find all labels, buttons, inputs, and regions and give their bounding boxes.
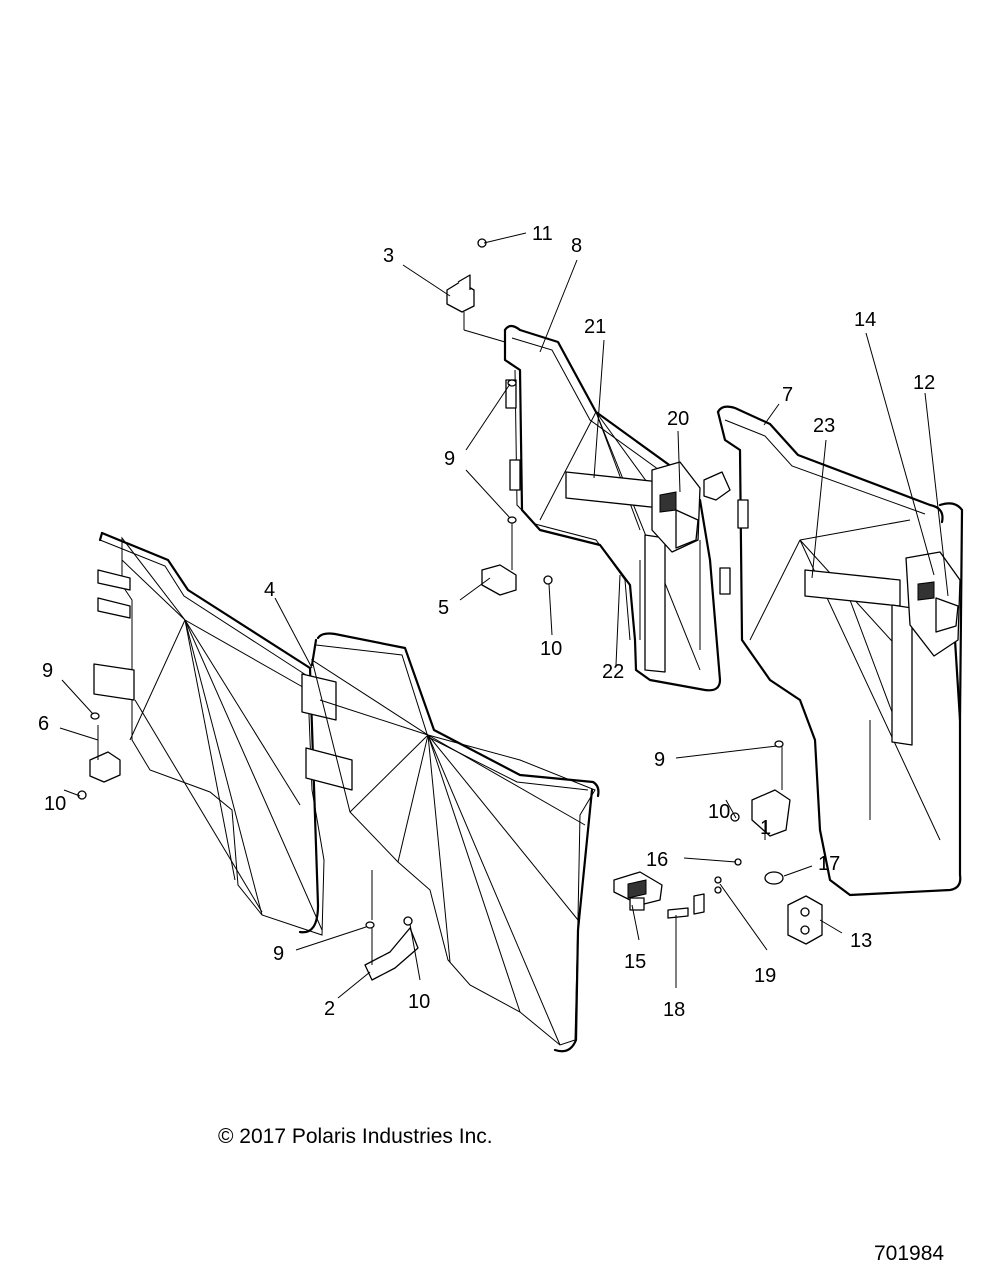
callout-17: 17: [818, 853, 840, 875]
front-right-door-frame: [703, 405, 964, 897]
callout-14: 14: [854, 309, 876, 331]
callout-9-left: 9: [42, 660, 53, 682]
callout-23: 23: [813, 415, 835, 437]
latch-15: [613, 871, 663, 911]
hinge-bracket-5: [481, 522, 517, 596]
callout-9-bottom: 9: [273, 943, 284, 965]
striker-13: [787, 895, 823, 945]
callout-10-upper: 10: [540, 638, 562, 660]
callout-10-right: 10: [708, 801, 730, 823]
callout-15: 15: [624, 951, 646, 973]
front-left-door: [310, 632, 600, 1053]
callout-5: 5: [438, 597, 449, 619]
callout-11: 11: [532, 223, 553, 245]
copyright-notice: © 2017 Polaris Industries Inc.: [218, 1125, 493, 1148]
callout-10-left: 10: [44, 793, 66, 815]
callout-8: 8: [571, 235, 582, 257]
callout-6: 6: [38, 713, 49, 735]
small-parts-16-18-19: [667, 858, 742, 919]
leader-lines: [59, 232, 949, 999]
hinge-bracket-3: [446, 274, 506, 343]
hinge-bracket-1: [751, 745, 791, 837]
callout-2: 2: [324, 998, 335, 1020]
callout-9-right: 9: [654, 749, 665, 771]
callout-labels: 3 11 8 21 14 12 7 20 23 9 4 5 10 9 6 10 …: [38, 223, 935, 1021]
callout-12: 12: [913, 372, 935, 394]
callout-7: 7: [782, 384, 793, 406]
callout-16: 16: [646, 849, 668, 871]
hinge-bracket-6: [89, 725, 121, 783]
callout-18: 18: [663, 999, 685, 1021]
callout-19: 19: [754, 965, 776, 987]
callout-20: 20: [667, 408, 689, 430]
callout-3: 3: [383, 245, 394, 267]
diagram-number: 701984: [874, 1242, 944, 1265]
rear-left-door: [93, 531, 353, 936]
callout-21: 21: [584, 316, 606, 338]
hinge-bracket-2: [364, 870, 419, 981]
callout-9-upper: 9: [444, 448, 455, 470]
washers-9: [90, 379, 784, 929]
callout-22: 22: [602, 661, 624, 683]
callout-4: 4: [264, 579, 275, 601]
callout-1: 1: [760, 817, 771, 839]
bumper-17: [764, 871, 784, 885]
callout-13: 13: [850, 930, 872, 952]
rear-right-door-frame: [503, 324, 722, 692]
callout-10-bottom: 10: [408, 991, 430, 1013]
